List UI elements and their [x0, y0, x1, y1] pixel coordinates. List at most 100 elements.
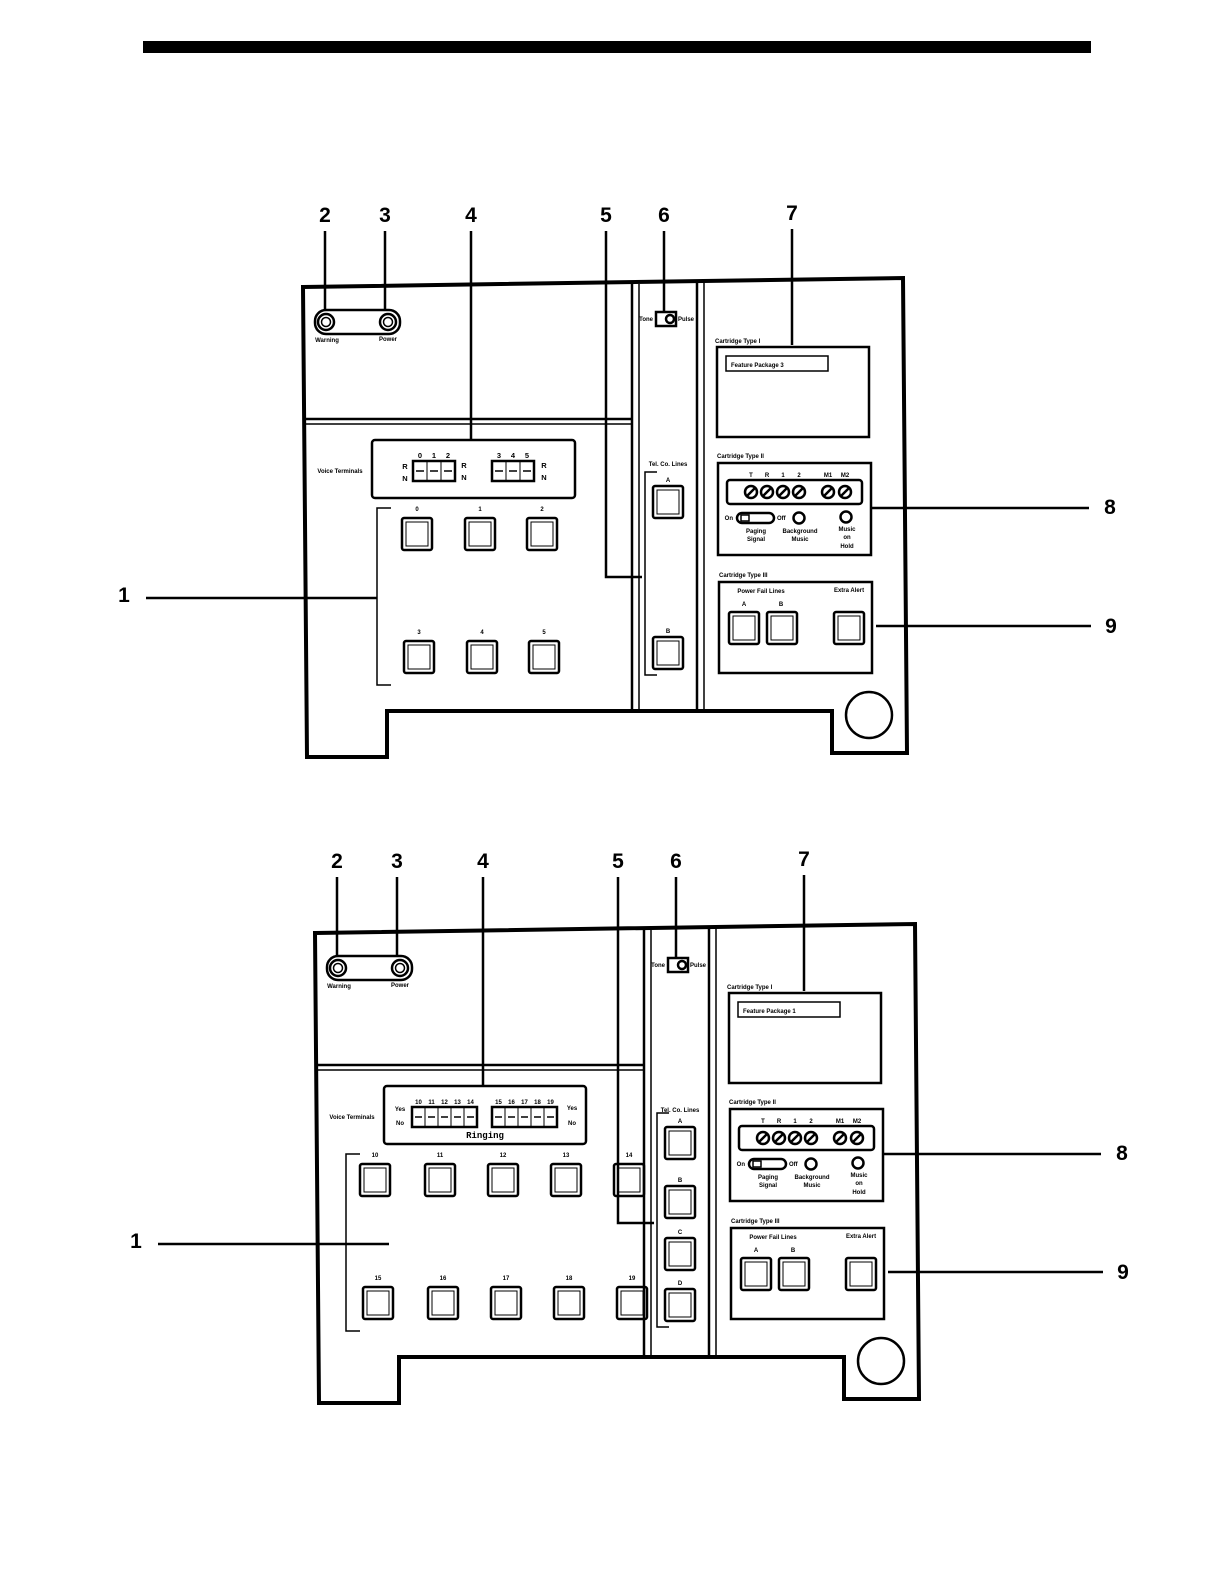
power-led-icon-core — [382, 316, 394, 328]
terminal-screw-icon — [820, 484, 836, 500]
voice-terminal-jack — [423, 1162, 457, 1198]
tone-pulse-knob — [676, 959, 688, 971]
mounting-hole-icon — [844, 690, 894, 740]
telco-line-jack-inner — [668, 1130, 692, 1156]
callout-2: 2 — [331, 850, 343, 873]
power-fail-jack-b — [777, 1256, 811, 1292]
voice-terminal-jack-inner — [557, 1290, 581, 1316]
switch-number: 2 — [446, 451, 450, 460]
terminal-screw-icon — [832, 1130, 848, 1146]
telco-line-jack — [651, 635, 685, 671]
terminal-screw-icon-slot — [852, 1133, 862, 1143]
voice-terminals-label: Voice Terminals — [329, 1115, 375, 1121]
power-fail-jack-a-inner — [732, 615, 756, 641]
callout-2: 2 — [319, 204, 331, 227]
background-music-label-2: Music — [803, 1183, 821, 1189]
power-fail-lines-label: Power Fail Lines — [737, 589, 785, 595]
terminal-label: M1 — [824, 473, 833, 479]
music-on-hold-label-2: on — [843, 535, 851, 541]
cartridge-3-slot — [717, 580, 874, 675]
jack-number: 10 — [372, 1153, 379, 1159]
telco-line-jack-inner — [656, 640, 680, 666]
tone-pulse-switch — [654, 310, 678, 328]
voice-terminal-jack — [361, 1285, 395, 1321]
switch-left-top: Yes — [395, 1107, 406, 1113]
telco-line-letter: B — [666, 629, 671, 635]
telco-line-letter: D — [678, 1281, 683, 1287]
housing-outline — [312, 921, 922, 1405]
callout-4: 4 — [465, 204, 477, 227]
switch-left-top: R — [402, 462, 408, 471]
paging-switch — [747, 1157, 788, 1171]
on-label: On — [737, 1162, 746, 1168]
telco-lines-title: Tel. Co. Lines — [649, 462, 688, 468]
voice-terminal-jack-inner — [470, 644, 494, 670]
switch-number: 18 — [534, 1100, 541, 1106]
switch-number: 1 — [432, 451, 436, 460]
voice-terminal-jack — [612, 1162, 646, 1198]
switch-right-bottom-2: N — [541, 473, 546, 482]
switch-right-bottom: No — [568, 1121, 576, 1127]
cartridge-2-label: Cartridge Type II — [729, 1100, 776, 1106]
music-on-hold-label-2: on — [855, 1181, 863, 1187]
telco-lines-title: Tel. Co. Lines — [661, 1108, 700, 1114]
telco-line-jack — [663, 1236, 697, 1272]
voice-terminal-jack-inner — [407, 644, 431, 670]
jack-number: 17 — [503, 1276, 510, 1282]
terminal-screw-icon — [775, 484, 791, 500]
terminal-screw-icon — [759, 484, 775, 500]
voice-terminal-jack — [426, 1285, 460, 1321]
callout-5-leader — [616, 877, 654, 1225]
jack-number: 12 — [500, 1153, 507, 1159]
voice-terminal-jack — [465, 639, 499, 675]
telco-line-jack — [663, 1287, 697, 1323]
voice-terminal-jack — [463, 516, 497, 552]
extra-alert-label: Extra Alert — [834, 588, 864, 594]
voice-terminal-jack-inner — [363, 1167, 387, 1193]
switch_group_2-switch-bank — [490, 459, 536, 483]
switch_group_2-switch-bank — [490, 1105, 559, 1129]
terminal-label: T — [761, 1119, 765, 1125]
paging-switch — [735, 511, 776, 525]
callout-9: 9 — [1105, 615, 1117, 638]
paging-signal-label-2: Signal — [759, 1183, 777, 1189]
background-music-label-2: Music — [791, 537, 809, 543]
music-on-hold-knob — [839, 510, 853, 524]
led-strip — [313, 308, 402, 336]
telco-line-jack-inner — [668, 1241, 692, 1267]
terminal-label: 2 — [809, 1119, 813, 1125]
switch_group_1-switch-bank — [411, 459, 457, 483]
paging-switch-knob — [752, 1160, 762, 1168]
terminal-screw-icon-slot — [774, 1133, 784, 1143]
voice-terminal-jack-inner — [366, 1290, 390, 1316]
callout-1: 1 — [130, 1230, 142, 1253]
music-on-hold-label-3: Hold — [852, 1190, 866, 1196]
cartridge-1-label: Cartridge Type I — [727, 985, 773, 991]
switch-right-top-2: R — [541, 461, 547, 470]
jack-number: 14 — [626, 1153, 633, 1159]
tone-label: Tone — [639, 317, 654, 323]
ringing-caption: Ringing — [466, 1131, 504, 1141]
voice-terminal-jack-inner — [491, 1167, 515, 1193]
telco-bracket — [644, 471, 657, 676]
telco-line-jack — [663, 1184, 697, 1220]
callout-5: 5 — [600, 204, 612, 227]
tone-label: Tone — [651, 963, 666, 969]
background-music-label: Background — [794, 1175, 829, 1181]
pulse-label: Pulse — [678, 317, 695, 323]
extra-alert-label: Extra Alert — [846, 1234, 876, 1240]
page-top-rule — [143, 41, 1091, 53]
terminal-label: 1 — [793, 1119, 797, 1125]
jack-number: 19 — [629, 1276, 636, 1282]
switch-right-bottom: N — [461, 473, 466, 482]
paging-signal-label: Paging — [746, 529, 766, 535]
mounting-hole-icon — [856, 1336, 906, 1386]
telco-line-letter: A — [666, 478, 671, 484]
callout-6: 6 — [670, 850, 682, 873]
power-fail-jack-b-inner — [770, 615, 794, 641]
warning-led-icon — [316, 312, 336, 332]
voice-terminal-jack — [549, 1162, 583, 1198]
power-fail-jack-a — [739, 1256, 773, 1292]
power-label: Power — [379, 337, 398, 343]
